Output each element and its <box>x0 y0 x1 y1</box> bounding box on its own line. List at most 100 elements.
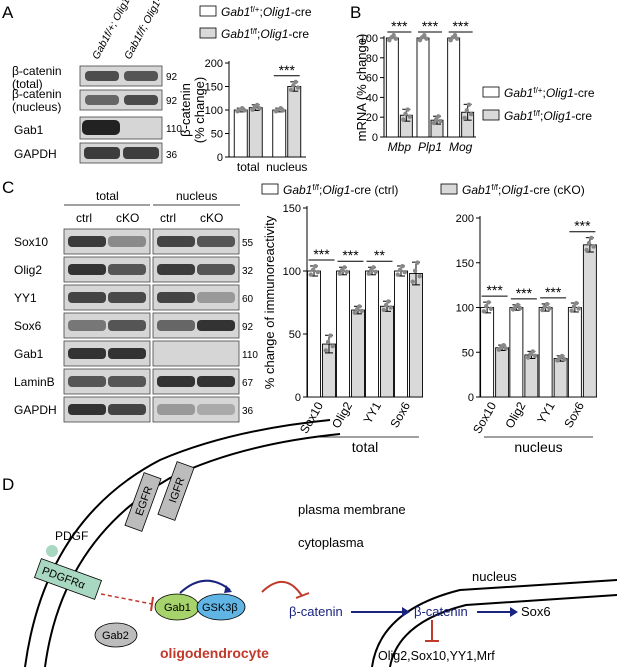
data-point <box>562 356 567 362</box>
data-point <box>373 269 378 275</box>
bar <box>365 270 379 398</box>
y-tick-label: 80 <box>366 53 378 65</box>
data-point <box>532 353 538 358</box>
blot-c-band <box>197 292 235 303</box>
blot-c-mw: 36 <box>242 406 254 417</box>
legend-a-swatch-2 <box>199 27 217 39</box>
legend-a-swatch-1 <box>199 5 217 17</box>
gab1-to-gsk3b-arrow <box>179 579 231 594</box>
egfr-receptor: EGFR <box>124 472 162 532</box>
category-label: Sox6 <box>561 399 587 430</box>
legend-b-swatch-1 <box>482 86 500 98</box>
membrane-outer <box>24 419 331 667</box>
pdgf-ligand <box>46 545 58 557</box>
bar <box>509 307 524 398</box>
y-axis-label: mRNA (% change) <box>354 34 369 142</box>
data-point <box>589 235 594 241</box>
data-point <box>405 107 410 112</box>
bar <box>351 309 365 398</box>
data-point <box>586 240 592 246</box>
data-point <box>402 270 407 275</box>
data-point <box>403 111 408 116</box>
bar <box>524 354 539 398</box>
data-point <box>397 267 403 272</box>
blot-c-mw: 92 <box>242 322 254 333</box>
blot-c-mw: 32 <box>242 266 254 277</box>
y-tick-label: 200 <box>205 58 223 70</box>
label-oligodendrocyte: oligodendrocyte <box>160 645 269 661</box>
legend-b-label-2: Gab1f/f;Olig1-cre <box>504 109 592 123</box>
y-tick-label: 40 <box>366 92 378 104</box>
label-bcat-nuc: β-catenin <box>414 604 468 619</box>
blot-c-header-total: total <box>96 189 119 203</box>
blot-c-header-nucleus: nucleus <box>176 189 217 203</box>
panel-letter-c: C <box>2 178 14 197</box>
data-point <box>515 302 521 308</box>
blot-c-band <box>68 264 106 275</box>
category-label: Plp1 <box>418 140 442 154</box>
data-point <box>366 271 371 276</box>
bar <box>336 270 350 398</box>
data-point <box>466 102 472 107</box>
gab2-node <box>94 622 138 648</box>
blot-c-band <box>197 404 235 415</box>
significance-label: *** <box>342 247 359 263</box>
label-targets: Olig2,Sox10,YY1,Mrf <box>378 649 495 663</box>
data-point <box>352 310 357 315</box>
category-label: Olig2 <box>502 399 528 431</box>
category-label: total <box>237 160 260 174</box>
y-tick-label: 200 <box>456 213 474 225</box>
data-point <box>503 346 509 351</box>
data-point <box>584 247 589 253</box>
blot-a-label-gab1: Gab1 <box>14 123 44 137</box>
label-gab1-node: Gab1 <box>164 602 191 614</box>
y-axis-label: (% change) <box>192 77 207 143</box>
y-tick-label: 150 <box>283 203 301 215</box>
data-point <box>323 348 328 353</box>
data-point <box>242 108 247 113</box>
blot-c-band <box>157 292 195 303</box>
x-axis-label: nucleus <box>514 439 562 455</box>
blot-c-mw: 67 <box>242 378 254 389</box>
bar <box>447 37 461 138</box>
label-nucleus: nucleus <box>472 569 517 584</box>
data-point <box>436 114 441 119</box>
category-label: Sox10 <box>297 399 326 436</box>
legend-c-label-1: Gab1f/f;Olig1-cre (ctrl) <box>283 183 398 197</box>
y-tick-label: 50 <box>462 347 474 359</box>
legend-c-swatch-1 <box>261 183 279 195</box>
data-point <box>407 114 413 119</box>
data-point <box>486 300 491 305</box>
y-axis-label: % change of immunoreactivity <box>262 215 277 389</box>
data-point <box>315 270 320 275</box>
blot-c-band <box>68 404 106 415</box>
legend-b-swatch-2 <box>482 109 500 121</box>
bar <box>495 347 510 398</box>
y-tick-label: 100 <box>283 266 301 278</box>
significance-label: *** <box>279 62 296 78</box>
significance-label: *** <box>422 18 439 34</box>
data-point <box>330 343 335 349</box>
label-cytoplasma: cytoplasma <box>298 535 365 550</box>
blot-c-row-label: Olig2 <box>14 263 42 277</box>
blot-c-band <box>68 348 106 359</box>
significance-label: *** <box>452 18 469 34</box>
y-axis-label: β-catenin <box>178 83 193 137</box>
significance-label: *** <box>313 246 330 262</box>
y-tick-label: 60 <box>366 73 378 85</box>
bar <box>385 37 399 138</box>
significance-label: *** <box>486 282 503 298</box>
data-point <box>293 79 298 85</box>
blot-c-lane-4: cKO <box>200 211 223 225</box>
data-point <box>517 305 523 311</box>
data-point <box>540 307 545 313</box>
data-point <box>295 85 301 90</box>
bar <box>409 273 423 398</box>
bar <box>272 109 287 158</box>
blot-c-band <box>197 376 235 387</box>
blot-a-label-bcat-total-2: (total) <box>12 77 43 91</box>
data-point <box>391 32 396 38</box>
data-point <box>383 302 389 308</box>
